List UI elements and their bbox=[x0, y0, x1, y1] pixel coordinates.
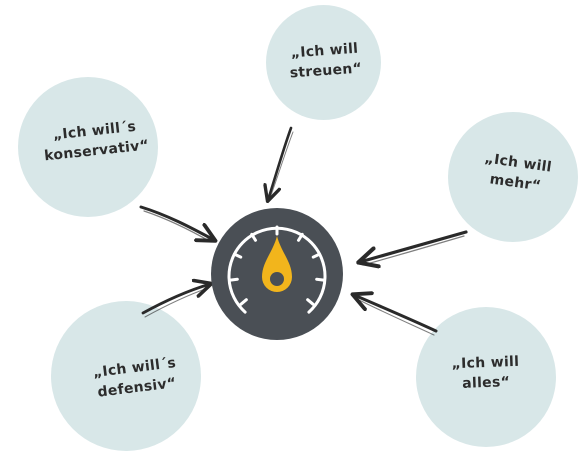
gauge-tick bbox=[311, 252, 322, 259]
gauge-tick bbox=[232, 252, 243, 259]
gauge-hub bbox=[270, 272, 284, 286]
arrow-from-defensiv bbox=[141, 284, 210, 318]
bubble-mehr: „Ich will mehr“ bbox=[448, 112, 578, 242]
arrow-from-mehr bbox=[360, 230, 468, 265]
arrow-from-konservativ bbox=[139, 205, 214, 242]
bubble-konservativ: „Ich will´s konservativ“ bbox=[18, 77, 158, 217]
gauge-needle bbox=[262, 236, 292, 292]
gauge-tick bbox=[250, 232, 258, 242]
gauge-tick bbox=[296, 232, 304, 242]
speedometer-gauge-icon bbox=[211, 208, 343, 340]
gauge-tick bbox=[315, 277, 326, 282]
gauge-tick bbox=[306, 298, 315, 306]
arrow-from-alles bbox=[354, 295, 438, 336]
arrow-from-streuen bbox=[268, 126, 294, 200]
bubble-defensiv: „Ich will´s defensiv“ bbox=[51, 301, 201, 451]
gauge-tick bbox=[228, 277, 239, 282]
gauge-ticks bbox=[228, 225, 326, 306]
gauge-tick bbox=[239, 298, 248, 306]
bubble-alles: „Ich will alles“ bbox=[416, 307, 556, 447]
bubble-streuen: „Ich will streuen“ bbox=[266, 5, 381, 120]
